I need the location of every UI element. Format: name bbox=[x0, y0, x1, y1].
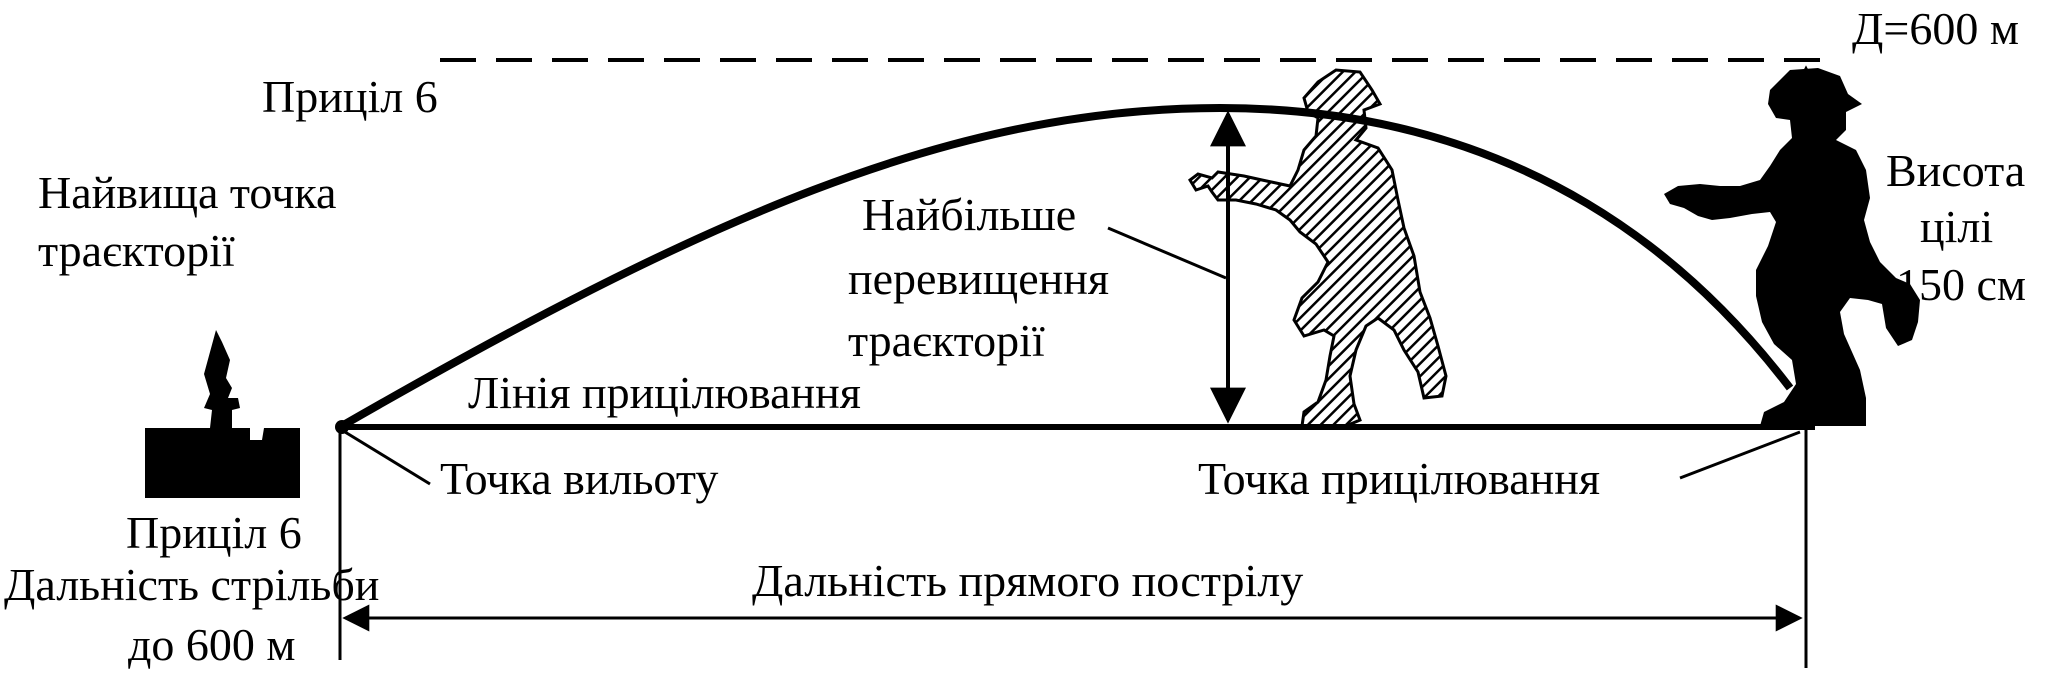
target-silhouette bbox=[1664, 68, 1920, 426]
direct-shot-range-label: Дальність прямого пострілу bbox=[752, 555, 1303, 606]
exit-point-leader bbox=[344, 430, 431, 486]
highest-point-label-1: Найвища точка bbox=[38, 167, 336, 218]
shooter-silhouette bbox=[145, 330, 300, 498]
line-of-sight-label: Лінія прицілювання bbox=[468, 367, 861, 418]
max-elevation-label-3: траєкторії bbox=[848, 315, 1045, 366]
target-height-label-1: Висота bbox=[1886, 145, 2025, 196]
sight-label-bottom: Приціл 6 bbox=[126, 507, 302, 558]
exit-point-label: Точка вильоту bbox=[440, 453, 718, 504]
aim-point-leader bbox=[1679, 430, 1801, 480]
aim-point-label: Точка прицілювання bbox=[1198, 453, 1600, 504]
range-label-2: до 600 м bbox=[128, 619, 296, 670]
sight-label-top: Приціл 6 bbox=[262, 71, 438, 122]
trajectory-curve bbox=[338, 103, 1794, 431]
distance-label: Д=600 м bbox=[1852, 3, 2019, 54]
max-elevation-label-1: Найбільше bbox=[862, 189, 1076, 240]
max-elevation-leader bbox=[1107, 226, 1227, 280]
muzzle-point bbox=[335, 420, 349, 434]
target-height-label-3: 150 см bbox=[1896, 259, 2026, 310]
highest-point-label-2: траєкторії bbox=[38, 225, 235, 276]
max-elevation-label-2: перевищення bbox=[848, 253, 1109, 304]
range-label-1: Дальність стрільби bbox=[4, 559, 379, 610]
target-height-label-2: цілі bbox=[1920, 201, 1993, 252]
